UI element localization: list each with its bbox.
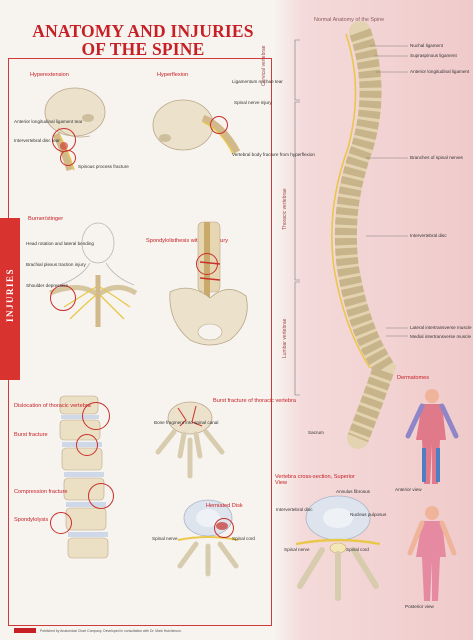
herniated-label-1: Spinal nerve: [152, 536, 178, 541]
lumbar-label-4: Spondylolysis: [14, 517, 49, 523]
title-line-2: OF THE SPINE: [81, 39, 205, 59]
dermatomes-posterior-figure: [407, 506, 457, 601]
spondylolisthesis-illustration: [169, 221, 248, 346]
lumbar-ring-4: [50, 512, 72, 534]
hyperflexion-label-3: Vertebral body fracture from hyperflexio…: [232, 152, 315, 157]
spondylolisthesis-ring: [196, 253, 218, 275]
injuries-tab: INJURIES: [0, 218, 20, 380]
dermatomes-posterior-label: Posterior view: [405, 604, 434, 609]
publisher-logo: [14, 628, 36, 633]
hyperflexion-label-2: Spinal nerve injury: [234, 100, 272, 105]
injuries-tab-label: INJURIES: [5, 268, 15, 323]
lumbar-label-1: Dislocation of thoracic vertebra: [14, 403, 91, 409]
burner-ring: [50, 285, 76, 311]
dermatomes-title: Dermatomes: [397, 375, 430, 381]
normal-leader-lines: [366, 45, 408, 337]
lumbar-label-2: Burst fracture: [14, 432, 48, 438]
cross-label-1: Annulus fibrosus: [336, 489, 370, 494]
lumbar-ring-3: [88, 483, 114, 509]
hyperflexion-ring: [210, 116, 228, 134]
normal-label-1: Nuchal ligament: [410, 43, 443, 48]
cross-section-illustration: [295, 495, 381, 601]
spondylolisthesis-title: Spondylolisthesis with cord injury: [146, 238, 229, 244]
hyperextension-label-1: Anterior longitudinal ligament tear: [14, 119, 83, 124]
normal-label-3: Anterior longitudinal ligament: [410, 69, 470, 74]
cross-title: Vertebra cross-section, Superior View: [275, 474, 355, 486]
normal-label-4: Branches of spinal nerves: [410, 155, 463, 160]
hyperextension-ring-2: [60, 150, 76, 166]
dermatomes-anterior-figure: [405, 389, 459, 484]
footer-text: Published by Anatomical Chart Company. D…: [40, 629, 182, 633]
herniated-ring: [214, 518, 234, 538]
region-cervical: Cervical vertebrae: [261, 45, 267, 86]
normal-label-8: Sacrum: [308, 430, 324, 435]
burner-label-1: Head rotation and lateral bending: [26, 241, 94, 246]
lumbar-label-3: Compression fracture: [14, 489, 68, 495]
herniated-label-2: Spinal cord: [232, 536, 255, 541]
burner-label-2: Brachial plexus traction injury: [26, 262, 86, 267]
region-brackets: [294, 39, 300, 396]
burner-title: Burner/stinger: [28, 216, 64, 222]
hyperflexion-title: Hyperflexion: [157, 72, 189, 78]
lumbar-ring-2: [76, 434, 98, 456]
hyperextension-label-3: Spinous process fracture: [78, 164, 129, 169]
poster-title: ANATOMY AND INJURIES OF THE SPINE: [18, 22, 268, 58]
cross-label-4: Spinal nerve: [284, 547, 310, 552]
lumbar-ring-1: [82, 402, 110, 430]
hyperextension-label-2: Intervertebral disc tear: [14, 138, 60, 143]
hyperextension-title: Hyperextension: [30, 72, 69, 78]
normal-title: Normal Anatomy of the Spine: [314, 17, 385, 23]
normal-label-7: Medial intertransverse muscle: [410, 334, 472, 339]
region-thoracic: Thoracic vertebrae: [282, 188, 288, 230]
normal-spine-illustration: [331, 21, 397, 449]
region-lumbar: Lumbar vertebrae: [282, 318, 288, 358]
normal-label-6: Lateral intertransverse muscle: [410, 325, 472, 330]
title-line-1: ANATOMY AND INJURIES: [32, 21, 254, 41]
burner-illustration: [49, 222, 138, 327]
burner-label-3: Shoulder depression: [26, 283, 69, 288]
normal-label-5: Intervertebral disc: [410, 233, 447, 238]
burst-title: Burst fracture of thoracic vertebra: [213, 398, 297, 404]
normal-label-2: Supraspinous ligament: [410, 53, 457, 58]
cross-label-2: Intervertebral disc: [276, 507, 313, 512]
burst-label-1: Bone fragment into spinal canal: [154, 420, 219, 425]
herniated-title: Herniated Disk: [206, 503, 243, 509]
burst-fracture-illustration: [155, 401, 225, 479]
dermatomes-anterior-label: Anterior view: [395, 487, 422, 492]
hyperflexion-label-1: Ligamentum nuchae tear: [232, 79, 283, 84]
hyperflexion-illustration: [152, 99, 241, 155]
cross-label-3: Nucleus pulposus: [350, 512, 387, 517]
cross-label-5: Spinal cord: [346, 547, 369, 552]
